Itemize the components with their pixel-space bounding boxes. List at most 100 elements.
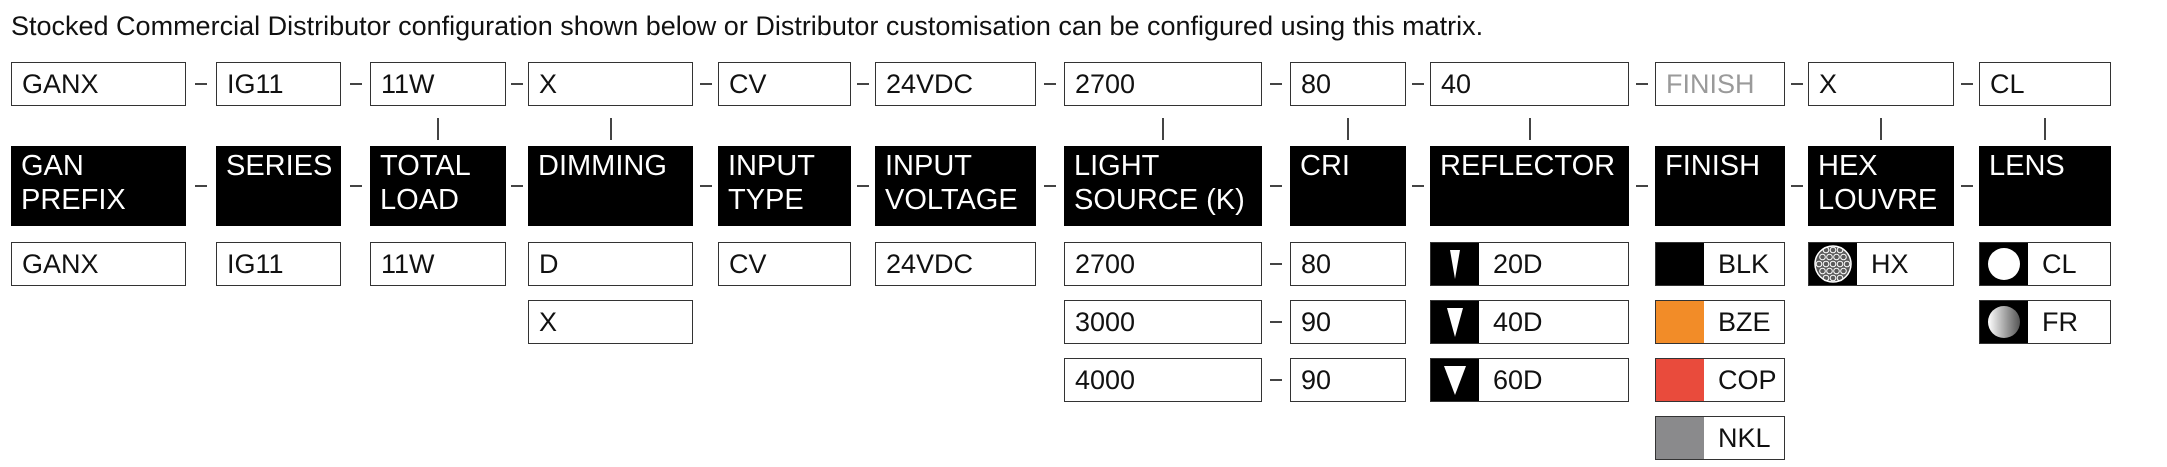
code-box-louvre[interactable]: X bbox=[1808, 62, 1954, 106]
header-dimming: DIMMING bbox=[528, 146, 693, 226]
code-box-finish[interactable]: FINISH bbox=[1655, 62, 1785, 106]
header-load: TOTAL LOAD bbox=[370, 146, 506, 226]
separator-dash bbox=[349, 185, 362, 187]
separator-dash bbox=[195, 185, 207, 187]
separator-dash bbox=[1270, 185, 1282, 187]
header-prefix: GAN PREFIX bbox=[11, 146, 186, 226]
separator-dash bbox=[349, 83, 362, 85]
finish-swatch bbox=[1656, 359, 1704, 401]
separator-dash bbox=[1270, 321, 1282, 323]
code-box-dimming[interactable]: X bbox=[528, 62, 693, 106]
intro-text: Stocked Commercial Distributor configura… bbox=[11, 11, 1484, 41]
code-box-lens[interactable]: CL bbox=[1979, 62, 2111, 106]
header-cri: CRI bbox=[1290, 146, 1406, 226]
separator-dash bbox=[1270, 379, 1282, 381]
connector-line bbox=[437, 118, 439, 140]
code-box-light_source[interactable]: 2700 bbox=[1064, 62, 1262, 106]
option-label: COP bbox=[1718, 365, 1777, 395]
option-label: BLK bbox=[1718, 249, 1770, 279]
separator-dash bbox=[1790, 83, 1803, 85]
connector-line bbox=[609, 118, 612, 140]
hex-louvre-icon bbox=[1809, 243, 1857, 285]
option-label: FR bbox=[2042, 307, 2078, 337]
option-cri-90[interactable]: 90 bbox=[1290, 300, 1406, 344]
connector-line bbox=[1880, 118, 1882, 140]
code-box-reflector[interactable]: 40 bbox=[1430, 62, 1629, 106]
separator-dash bbox=[857, 185, 869, 187]
code-box-series[interactable]: IG11 bbox=[216, 62, 341, 106]
header-lens: LENS bbox=[1979, 146, 2111, 226]
separator-dash bbox=[1412, 83, 1424, 85]
option-finish-blk[interactable]: BLK bbox=[1655, 242, 1785, 286]
option-label: 40D bbox=[1493, 307, 1543, 337]
header-reflector: REFLECTOR bbox=[1430, 146, 1629, 226]
option-cri-80[interactable]: 80 bbox=[1290, 242, 1406, 286]
option-prefix-ganx[interactable]: GANX bbox=[11, 242, 186, 286]
code-box-prefix[interactable]: GANX bbox=[11, 62, 186, 106]
option-label: BZE bbox=[1718, 307, 1771, 337]
code-box-load[interactable]: 11W bbox=[370, 62, 506, 106]
option-lens-fr[interactable]: FR bbox=[1979, 300, 2111, 344]
header-light_source: LIGHT SOURCE (K) bbox=[1064, 146, 1262, 226]
clear-lens-icon bbox=[1980, 243, 2028, 285]
option-dimming-x[interactable]: X bbox=[528, 300, 693, 344]
separator-dash bbox=[1960, 83, 1973, 85]
option-load-11w[interactable]: 11W bbox=[370, 242, 506, 286]
separator-dash bbox=[1636, 83, 1648, 85]
option-label: 60D bbox=[1493, 365, 1543, 395]
header-input_voltage: INPUT VOLTAGE bbox=[875, 146, 1036, 226]
separator-dash bbox=[511, 83, 523, 85]
option-input_voltage-24vdc[interactable]: 24VDC bbox=[875, 242, 1036, 286]
option-label: HX bbox=[1871, 249, 1909, 279]
option-input_type-cv[interactable]: CV bbox=[718, 242, 851, 286]
connector-line bbox=[1528, 118, 1531, 140]
option-reflector-60d[interactable]: 60D bbox=[1430, 358, 1629, 402]
option-reflector-40d[interactable]: 40D bbox=[1430, 300, 1629, 344]
connector-line bbox=[1347, 118, 1349, 140]
separator-dash bbox=[1044, 83, 1056, 85]
option-finish-nkl[interactable]: NKL bbox=[1655, 416, 1785, 460]
option-label: 20D bbox=[1493, 249, 1543, 279]
option-louvre-hx[interactable]: HX bbox=[1808, 242, 1954, 286]
separator-dash bbox=[857, 83, 869, 85]
separator-dash bbox=[1044, 185, 1056, 187]
code-box-cri[interactable]: 80 bbox=[1290, 62, 1406, 106]
separator-dash bbox=[1412, 185, 1424, 187]
separator-dash bbox=[1270, 263, 1282, 265]
option-cri-90[interactable]: 90 bbox=[1290, 358, 1406, 402]
code-box-input_voltage[interactable]: 24VDC bbox=[875, 62, 1036, 106]
connector-line bbox=[2044, 118, 2046, 140]
header-series: SERIES bbox=[216, 146, 341, 226]
separator-dash bbox=[1270, 83, 1282, 85]
wide-beam-icon bbox=[1431, 359, 1479, 401]
option-lens-cl[interactable]: CL bbox=[1979, 242, 2111, 286]
option-dimming-d[interactable]: D bbox=[528, 242, 693, 286]
separator-dash bbox=[195, 83, 207, 85]
finish-swatch bbox=[1656, 301, 1704, 343]
separator-dash bbox=[1636, 185, 1648, 187]
medium-beam-icon bbox=[1431, 301, 1479, 343]
separator-dash bbox=[699, 83, 712, 85]
connector-line bbox=[1162, 118, 1164, 140]
separator-dash bbox=[699, 185, 712, 187]
header-finish: FINISH bbox=[1655, 146, 1785, 226]
option-label: CL bbox=[2042, 249, 2077, 279]
option-finish-cop[interactable]: COP bbox=[1655, 358, 1785, 402]
code-box-input_type[interactable]: CV bbox=[718, 62, 851, 106]
option-light_source-3000[interactable]: 3000 bbox=[1064, 300, 1262, 344]
option-light_source-4000[interactable]: 4000 bbox=[1064, 358, 1262, 402]
finish-swatch bbox=[1656, 243, 1704, 285]
option-series-ig11[interactable]: IG11 bbox=[216, 242, 341, 286]
header-louvre: HEX LOUVRE bbox=[1808, 146, 1954, 226]
header-input_type: INPUT TYPE bbox=[718, 146, 851, 226]
narrow-beam-icon bbox=[1431, 243, 1479, 285]
frosted-lens-icon bbox=[1980, 301, 2028, 343]
separator-dash bbox=[511, 185, 523, 187]
finish-swatch bbox=[1656, 417, 1704, 459]
option-reflector-20d[interactable]: 20D bbox=[1430, 242, 1629, 286]
option-finish-bze[interactable]: BZE bbox=[1655, 300, 1785, 344]
separator-dash bbox=[1790, 185, 1803, 187]
separator-dash bbox=[1960, 185, 1973, 187]
option-light_source-2700[interactable]: 2700 bbox=[1064, 242, 1262, 286]
